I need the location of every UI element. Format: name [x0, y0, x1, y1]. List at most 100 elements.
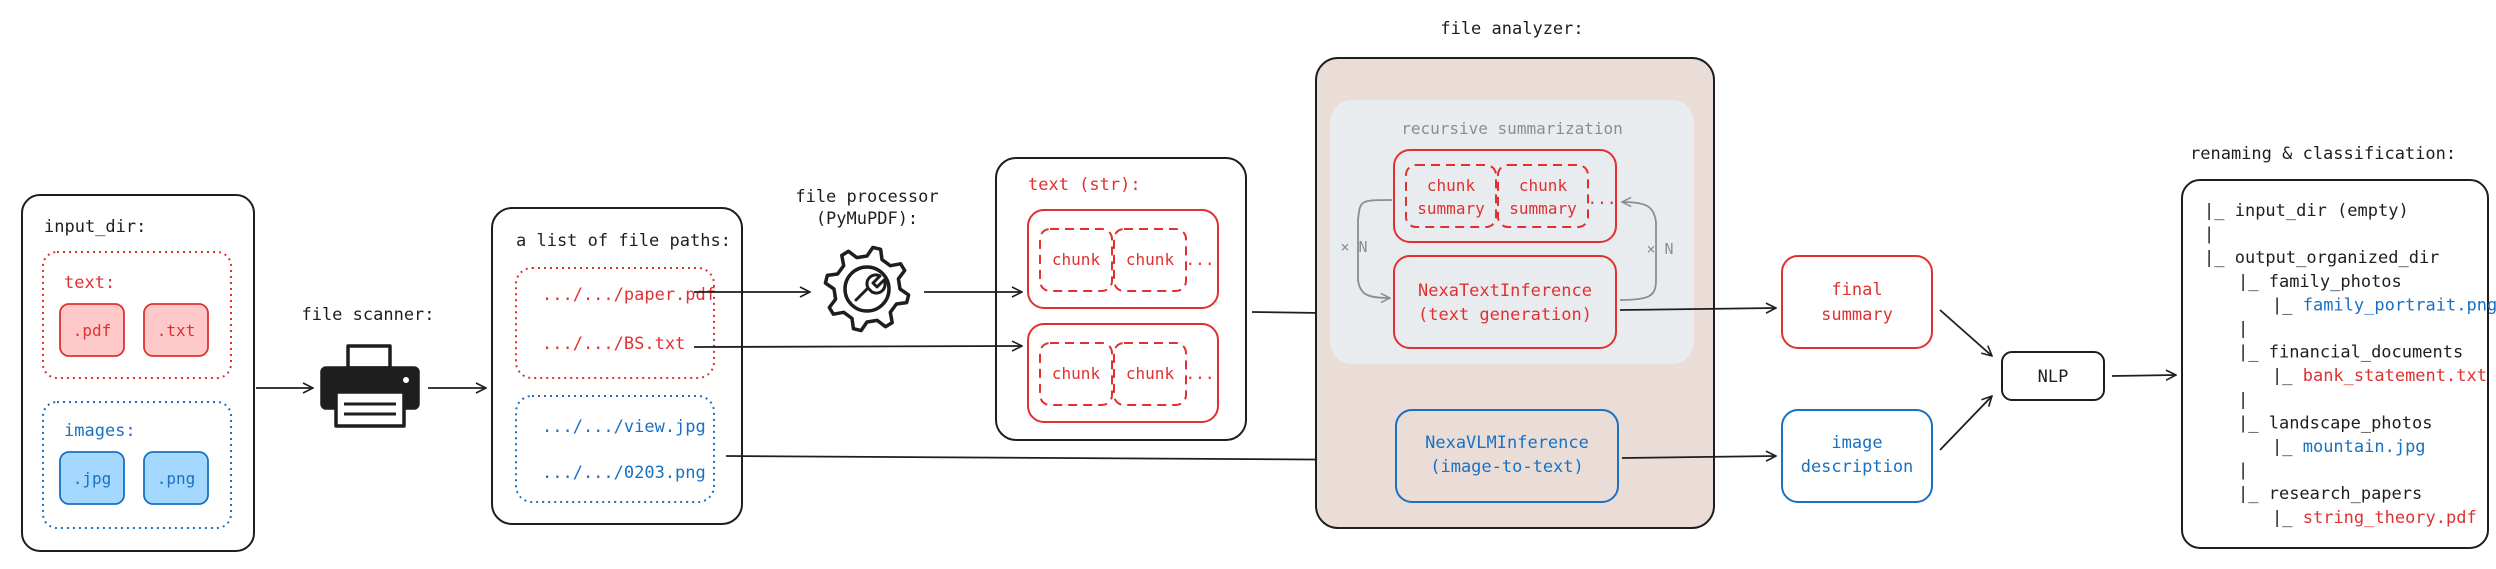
- directory-tree: |_ input_dir (empty) | |_ output_organized…: [2204, 201, 2496, 528]
- gear-wrench-icon: [823, 245, 911, 333]
- vlm-inference-desc: (image-to-text): [1430, 457, 1584, 477]
- chunk-label: chunk: [1052, 364, 1101, 383]
- tree-entry-label: financial_documents: [2269, 343, 2463, 363]
- vlm-inference-box: NexaVLMInference (image-to-text): [1395, 409, 1619, 503]
- chunk-label: chunk: [1126, 364, 1175, 383]
- file-processor-label-line2: (PyMuPDF):: [816, 209, 918, 229]
- tree-row: |_ output_organized_dir: [2204, 248, 2439, 268]
- recursive-summarization-group: recursive summarization chunk summary ch…: [1330, 100, 1694, 364]
- chunk-label: chunk: [1126, 250, 1175, 269]
- pdf-type-label: .pdf: [73, 321, 112, 340]
- renaming-node: renaming & classification: |_ input_dir …: [2181, 144, 2496, 549]
- tree-branch: |: [2204, 225, 2214, 245]
- image-description-node: image description: [1781, 409, 1933, 503]
- arrow-textinference-to-summary: [1619, 308, 1776, 310]
- tree-branch: |_: [2238, 272, 2269, 292]
- file-list-node: a list of file paths: .../.../paper.pdf …: [491, 207, 743, 525]
- input-dir-title: input_dir:: [44, 217, 146, 237]
- tree-branch: |: [2238, 461, 2248, 481]
- chunk-label: chunk: [1052, 250, 1101, 269]
- printer-icon: [320, 344, 420, 428]
- loop-label-right: × N: [1646, 240, 1673, 258]
- tree-entry-label: bank_statement.txt: [2303, 366, 2487, 386]
- png-type-label: .png: [157, 469, 196, 488]
- chunk-summary-line2: summary: [1417, 199, 1485, 218]
- arrow-txt-to-text: [693, 346, 1022, 347]
- tree-entry-label: landscape_photos: [2269, 413, 2433, 433]
- chunk-summary-line1: chunk: [1519, 176, 1568, 195]
- chunk-summary-line2: summary: [1509, 199, 1577, 218]
- tree-branch: |_: [2272, 295, 2303, 315]
- text-str-title: text (str):: [1028, 175, 1141, 195]
- file-list-title: a list of file paths:: [516, 231, 731, 251]
- loop-arrow-left: [1357, 199, 1393, 298]
- nlp-node: NLP: [2001, 351, 2105, 401]
- tree-row: |_ financial_documents: [2238, 343, 2463, 363]
- tree-branch: |_: [2272, 366, 2303, 386]
- text-group: text: .pdf .txt: [42, 251, 232, 379]
- image-description-line2: description: [1801, 457, 1914, 477]
- tree-branch: |_: [2238, 413, 2269, 433]
- text-inference-name: NexaTextInference: [1418, 281, 1592, 301]
- tree-branch: |_: [2238, 343, 2269, 363]
- tree-row: |: [2238, 319, 2248, 339]
- tree-row: |_ mountain.jpg: [2272, 437, 2426, 457]
- tree-row: |: [2238, 461, 2248, 481]
- chunk-summaries-box: [1393, 149, 1617, 243]
- loop-label-left: × N: [1340, 238, 1367, 256]
- final-summary-node: final summary: [1781, 255, 1933, 349]
- chunk-ellipsis: ...: [1186, 250, 1215, 269]
- chunk-summary-ellipsis: ...: [1588, 189, 1617, 208]
- tree-branch: |_: [2238, 484, 2269, 504]
- tree-row: |: [2238, 390, 2248, 410]
- text-group-label: text:: [64, 273, 115, 293]
- tree-row: |_ input_dir (empty): [2204, 201, 2409, 221]
- chunk-summary-line1: chunk: [1427, 176, 1476, 195]
- tree-row: |_ family_portrait.png: [2272, 295, 2496, 315]
- text-inference-desc: (text generation): [1418, 305, 1592, 325]
- png-type-box: [143, 451, 209, 505]
- tree-branch: |: [2238, 319, 2248, 339]
- path-0203-png: .../.../0203.png: [542, 463, 706, 483]
- tree-branch: |_: [2272, 508, 2303, 528]
- gear-outline: [823, 245, 911, 333]
- input-dir-node: input_dir: text: .pdf .txt images: .jpg …: [21, 194, 255, 552]
- file-scanner-node: file scanner:: [301, 305, 435, 428]
- txt-type-label: .txt: [157, 321, 196, 340]
- tree-entry-label: output_organized_dir: [2235, 248, 2440, 268]
- tree-entry-label: input_dir (empty): [2235, 201, 2409, 221]
- chunk-ellipsis: ...: [1186, 364, 1215, 383]
- images-group-label: images:: [64, 421, 136, 441]
- tree-branch: |_: [2204, 201, 2235, 221]
- arrow-nlp-to-renaming: [2111, 375, 2176, 376]
- text-chunks-1: chunk chunk ...: [1027, 209, 1219, 309]
- image-description-line1: image: [1831, 433, 1882, 453]
- path-bs-txt: .../.../BS.txt: [542, 334, 685, 354]
- path-paper-pdf: .../.../paper.pdf: [542, 285, 716, 305]
- tree-row: |: [2204, 225, 2214, 245]
- tree-row: |_ research_papers: [2238, 484, 2422, 504]
- image-paths-group: [515, 395, 715, 503]
- tree-entry-label: string_theory.pdf: [2303, 508, 2477, 528]
- path-view-jpg: .../.../view.jpg: [542, 417, 706, 437]
- text-paths-group: [515, 267, 715, 379]
- arrow-summary-to-nlp: [1939, 309, 1992, 356]
- file-processor-label-line1: file processor: [795, 187, 938, 207]
- text-str-node: text (str): chunk chunk ... chunk chunk …: [995, 157, 1247, 441]
- final-summary-line1: final: [1831, 280, 1882, 300]
- pdf-type-box: [59, 303, 125, 357]
- tree-row: |_ bank_statement.txt: [2272, 366, 2487, 386]
- nlp-label: NLP: [2038, 367, 2069, 387]
- jpg-type-label: .jpg: [73, 469, 112, 488]
- file-analyzer-node: file analyzer: recursive summarization c…: [1315, 19, 1715, 529]
- loop-arrow-right: [1619, 202, 1657, 301]
- renaming-title: renaming & classification:: [2190, 144, 2456, 164]
- vlm-inference-name: NexaVLMInference: [1425, 433, 1589, 453]
- tree-branch: |_: [2272, 437, 2303, 457]
- file-scanner-label: file scanner:: [301, 305, 434, 325]
- images-group: images: .jpg .png: [42, 401, 232, 529]
- text-inference-box: NexaTextInference (text generation): [1393, 255, 1617, 349]
- arrow-vlm-to-description: [1621, 456, 1776, 458]
- tree-entry-label: research_papers: [2269, 484, 2423, 504]
